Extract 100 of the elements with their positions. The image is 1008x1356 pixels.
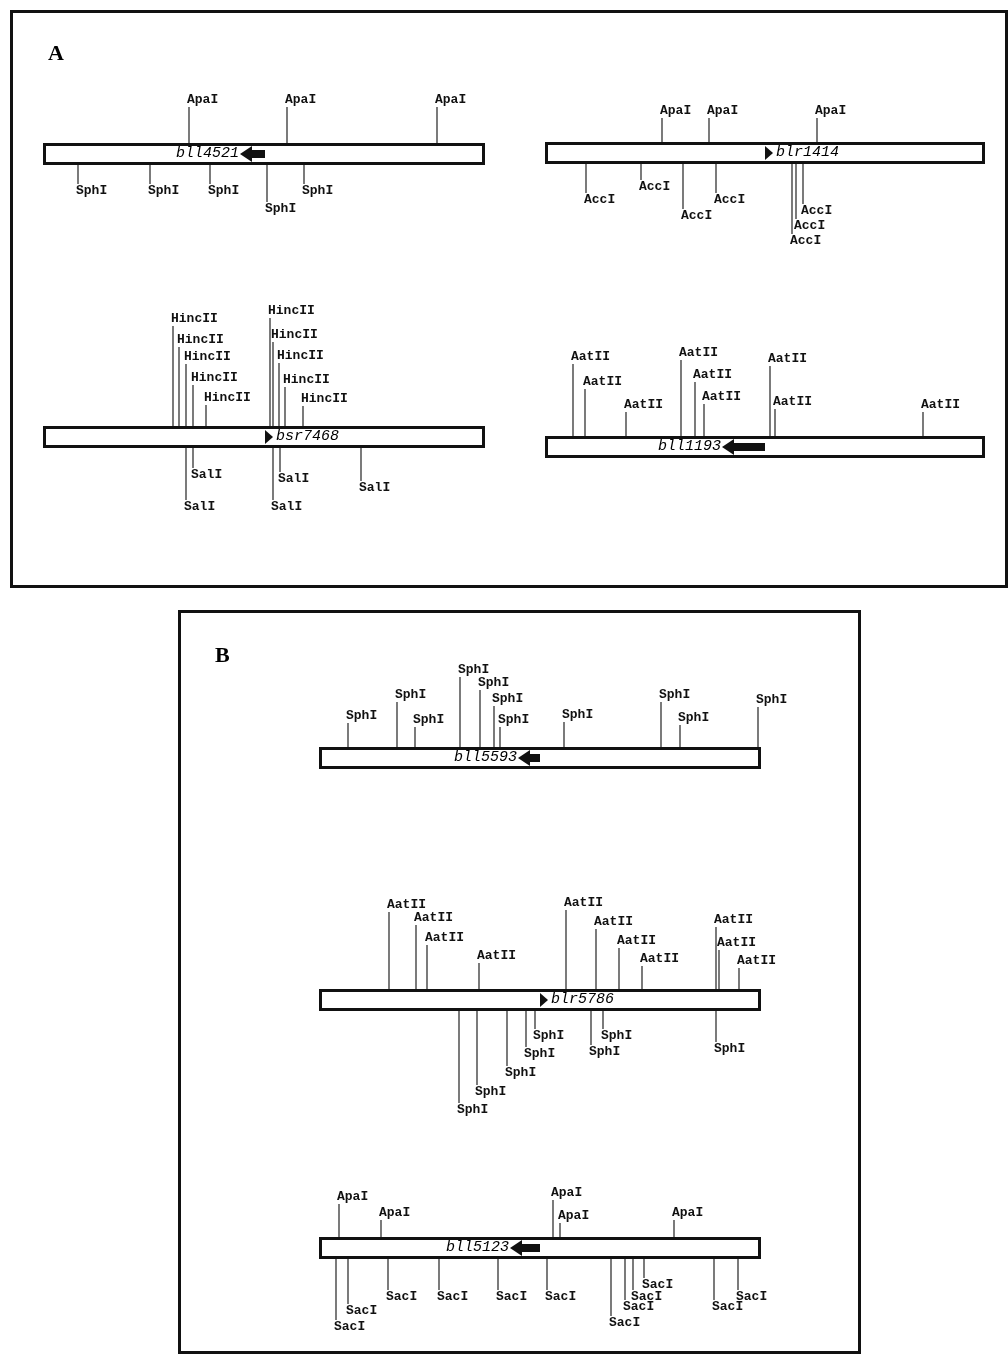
restriction-site-label: SphI (395, 688, 427, 702)
restriction-site-label: AccI (584, 193, 616, 207)
panel-frame (178, 610, 861, 1354)
gene-bar (545, 436, 985, 458)
restriction-site-label: HincII (301, 392, 348, 406)
restriction-site-label: AatII (702, 390, 741, 404)
leader-line (347, 722, 349, 748)
leader-line (499, 726, 501, 748)
leader-line (396, 701, 398, 748)
restriction-site-label: SalI (359, 481, 391, 495)
gene-name: blr5786 (551, 992, 614, 1008)
leader-line (643, 1258, 645, 1279)
restriction-site-label: HincII (268, 304, 315, 318)
restriction-site-label: AccI (794, 219, 826, 233)
leader-line (360, 447, 362, 482)
gene-bar (43, 143, 485, 165)
restriction-site-label: AatII (477, 949, 516, 963)
leader-line (590, 1010, 592, 1046)
leader-line (506, 1010, 508, 1067)
leader-line (703, 403, 705, 437)
restriction-site-label: AccI (790, 234, 822, 248)
leader-line (192, 447, 194, 469)
restriction-site-label: SphI (457, 1103, 489, 1117)
restriction-site-label: ApaI (551, 1186, 583, 1200)
leader-line (338, 1203, 340, 1238)
restriction-site-label: SacI (496, 1290, 528, 1304)
leader-line (149, 164, 151, 185)
restriction-site-label: SphI (492, 692, 524, 706)
restriction-site-label: SphI (346, 709, 378, 723)
leader-line (680, 359, 682, 437)
leader-line (178, 346, 180, 427)
restriction-site-label: SphI (524, 1047, 556, 1061)
restriction-site-label: SacI (642, 1278, 674, 1292)
leader-line (757, 706, 759, 748)
leader-line (438, 1258, 440, 1291)
restriction-site-label: HincII (191, 371, 238, 385)
leader-line (618, 947, 620, 990)
leader-line (525, 1010, 527, 1048)
restriction-site-label: AatII (387, 898, 426, 912)
restriction-site-label: SacI (623, 1300, 655, 1314)
panel-letter: A (48, 41, 64, 65)
restriction-site-label: SphI (601, 1029, 633, 1043)
leader-line (185, 363, 187, 427)
restriction-site-label: SphI (714, 1042, 746, 1056)
restriction-site-label: HincII (204, 391, 251, 405)
restriction-site-label: AatII (679, 346, 718, 360)
leader-line (387, 1258, 389, 1291)
leader-line (610, 1258, 612, 1317)
restriction-site-label: SphI (756, 693, 788, 707)
leader-line (272, 341, 274, 427)
restriction-site-label: SalI (278, 472, 310, 486)
gene-bar (319, 989, 761, 1011)
restriction-site-label: HincII (277, 349, 324, 363)
leader-line (640, 163, 642, 181)
gene-bar (319, 1237, 761, 1259)
restriction-site-label: AatII (571, 350, 610, 364)
restriction-site-label: AatII (624, 398, 663, 412)
restriction-site-label: AatII (714, 913, 753, 927)
leader-line (816, 117, 818, 143)
leader-line (302, 405, 304, 427)
leader-line (185, 447, 187, 501)
leader-line (795, 163, 797, 220)
restriction-site-label: SphI (475, 1085, 507, 1099)
restriction-site-label: SphI (458, 663, 490, 677)
gene-name: bsr7468 (276, 429, 339, 445)
leader-line (546, 1258, 548, 1291)
leader-line (414, 726, 416, 748)
leader-line (534, 1010, 536, 1030)
restriction-site-label: HincII (171, 312, 218, 326)
leader-line (624, 1258, 626, 1301)
restriction-site-label: AatII (693, 368, 732, 382)
leader-line (595, 928, 597, 990)
gene-bar (545, 142, 985, 164)
leader-line (661, 117, 663, 143)
leader-line (694, 381, 696, 437)
leader-line (679, 724, 681, 748)
leader-line (641, 965, 643, 990)
restriction-site-label: ApaI (558, 1209, 590, 1223)
restriction-site-label: ApaI (435, 93, 467, 107)
gene-name: bll5593 (454, 750, 517, 766)
restriction-site-label: HincII (283, 373, 330, 387)
leader-line (774, 408, 776, 437)
leader-line (279, 447, 281, 473)
leader-line (802, 163, 804, 205)
leader-line (188, 106, 190, 144)
leader-line (497, 1258, 499, 1291)
restriction-site-label: SphI (659, 688, 691, 702)
leader-line (286, 106, 288, 144)
leader-line (715, 926, 717, 990)
gene-name: bll4521 (176, 146, 239, 162)
restriction-site-label: AatII (583, 375, 622, 389)
restriction-site-label: SalI (271, 500, 303, 514)
leader-line (584, 388, 586, 437)
leader-line (718, 949, 720, 990)
leader-line (458, 1010, 460, 1104)
restriction-site-label: AatII (921, 398, 960, 412)
restriction-site-label: AccI (714, 193, 746, 207)
restriction-site-label: AatII (773, 395, 812, 409)
leader-line (415, 924, 417, 990)
leader-line (738, 967, 740, 990)
